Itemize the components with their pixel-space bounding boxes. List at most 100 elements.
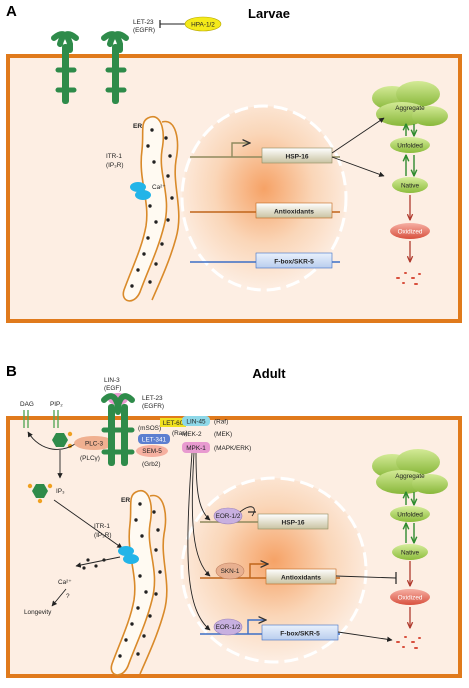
ca-label-adult: Ca²⁺ [58,579,72,586]
let60-label: LET-60 [163,420,184,427]
calcium-dot [140,534,144,538]
sem5-protein [136,445,168,457]
unfolded-larvae [390,137,430,153]
calcium-dot [134,518,138,522]
native-adult [392,544,428,560]
er-larvae [122,115,180,302]
egfr-label: (EGFR) [133,27,155,34]
calcium-dot [158,570,162,574]
calcium-dot [144,590,148,594]
calcium-dot [168,154,172,158]
equilibrium-arrows-adult [406,492,414,543]
mpk1-label: MPK-1 [186,445,206,452]
mek2-label: MEK-2 [182,431,202,438]
longevity-label: Longevity [24,609,52,616]
calcium-dot [136,268,140,272]
aggregate-label-adult: Aggregate [395,473,425,480]
ras-label: (Ras) [172,430,188,437]
panel-a: A Larvae LET-23 (EGFR) HPA-1/2 ER ITR-1 … [6,3,462,323]
let60-ras [160,418,186,427]
grb2-label: (Grb2) [142,461,160,468]
native-larvae [392,177,428,193]
ip3r-label-larvae: (IP₃R) [106,162,124,169]
er-label-adult: ER [121,497,130,504]
eor-label-1: EOR-1/2 [216,513,241,520]
mpk1-erk [182,442,210,453]
er-adult [110,489,168,676]
degraded-fragments-adult [396,636,421,649]
ip3-headgroup [52,433,68,447]
dag-label: DAG [20,401,34,408]
calcium-dot [148,280,152,284]
calcium-dot [148,204,152,208]
gene-fbox-label-adult: F-box/SKR-5 [280,631,320,638]
skn1-label: SKN-1 [221,568,240,575]
gene-hsp16-larvae [190,143,340,164]
mapk-label: (MAPK/ERK) [214,445,251,452]
itr1-label-larvae: ITR-1 [106,153,122,160]
calcium-dot [152,160,156,164]
gene-antioxidants-label-larvae: Antioxidants [274,209,314,216]
aggregate-adult [372,449,448,494]
calcium-dot [154,262,158,266]
panel-b-title: Adult [252,366,286,381]
native-label-larvae: Native [401,183,420,190]
gene-fbox-larvae [190,252,340,269]
calcium-dot [130,622,134,626]
degraded-fragments-larvae [396,272,421,285]
calcium-dot [164,136,168,140]
panel-a-letter: A [6,3,17,20]
hpa-inhibitor [184,16,222,32]
gene-hsp16-adult [200,506,329,530]
lin45-label: LIN-45 [186,419,206,426]
calcium-dot [154,548,158,552]
let341-protein [138,434,170,444]
mpk1-signaling-arrows [187,452,211,631]
calcium-dot [130,284,134,288]
oxidized-adult [390,589,430,605]
gene-hsp16-label-adult: HSP-16 [281,520,304,527]
calcium-dot [166,218,170,222]
unfolded-label-adult: Unfolded [397,512,423,519]
calcium-dot [142,252,146,256]
sem5-label: SEM-5 [142,448,162,455]
let23-receptor-larvae [51,31,129,104]
panel-b: B Adult DAG PIP₂ PLC-3 (PLCγ) IP₃ [6,363,462,678]
ip3r-label-adult: (IP₃R) [94,532,112,539]
calcium-dot [156,528,160,532]
gene-antioxidants-larvae [190,202,340,219]
er-calcium-dots-adult [118,502,162,658]
gene-antioxidants-adult [200,563,340,585]
er-label-larvae: ER [133,123,142,130]
calcium-dot [118,654,122,658]
calcium-dot [146,144,150,148]
calcium-dot [148,614,152,618]
calcium-dot [170,196,174,200]
calcium-dot [138,502,142,506]
gene-fbox-adult [200,619,340,641]
unfolded-adult [390,506,430,522]
question-mark: ? [66,593,70,600]
er-calcium-dots-larvae [130,128,174,288]
lin3-label: LIN-3 [104,377,120,384]
let23-receptor-adult [101,393,135,466]
ip3-phosphates [27,483,53,504]
aggregate-larvae [372,81,448,126]
ca-label-larvae: Ca²⁺ [152,184,166,191]
panel-a-title: Larvae [248,6,290,21]
lin45-raf [182,416,210,426]
let23-label: LET-23 [133,19,154,26]
itr1-channel-adult [118,546,139,564]
calcium-dot [160,242,164,246]
calcium-dot [124,638,128,642]
egf-label: (EGF) [104,385,121,392]
gene-hsp16-label-larvae: HSP-16 [285,154,308,161]
msos-label: (mSOS) [138,425,161,432]
let341-label: LET-341 [142,437,167,444]
egfr-label-adult: (EGFR) [142,403,164,410]
oxidized-label-larvae: Oxidized [398,229,423,236]
calcium-dot [146,236,150,240]
oxidized-label-adult: Oxidized [398,595,423,602]
panel-b-letter: B [6,363,17,380]
calcium-dot [136,652,140,656]
